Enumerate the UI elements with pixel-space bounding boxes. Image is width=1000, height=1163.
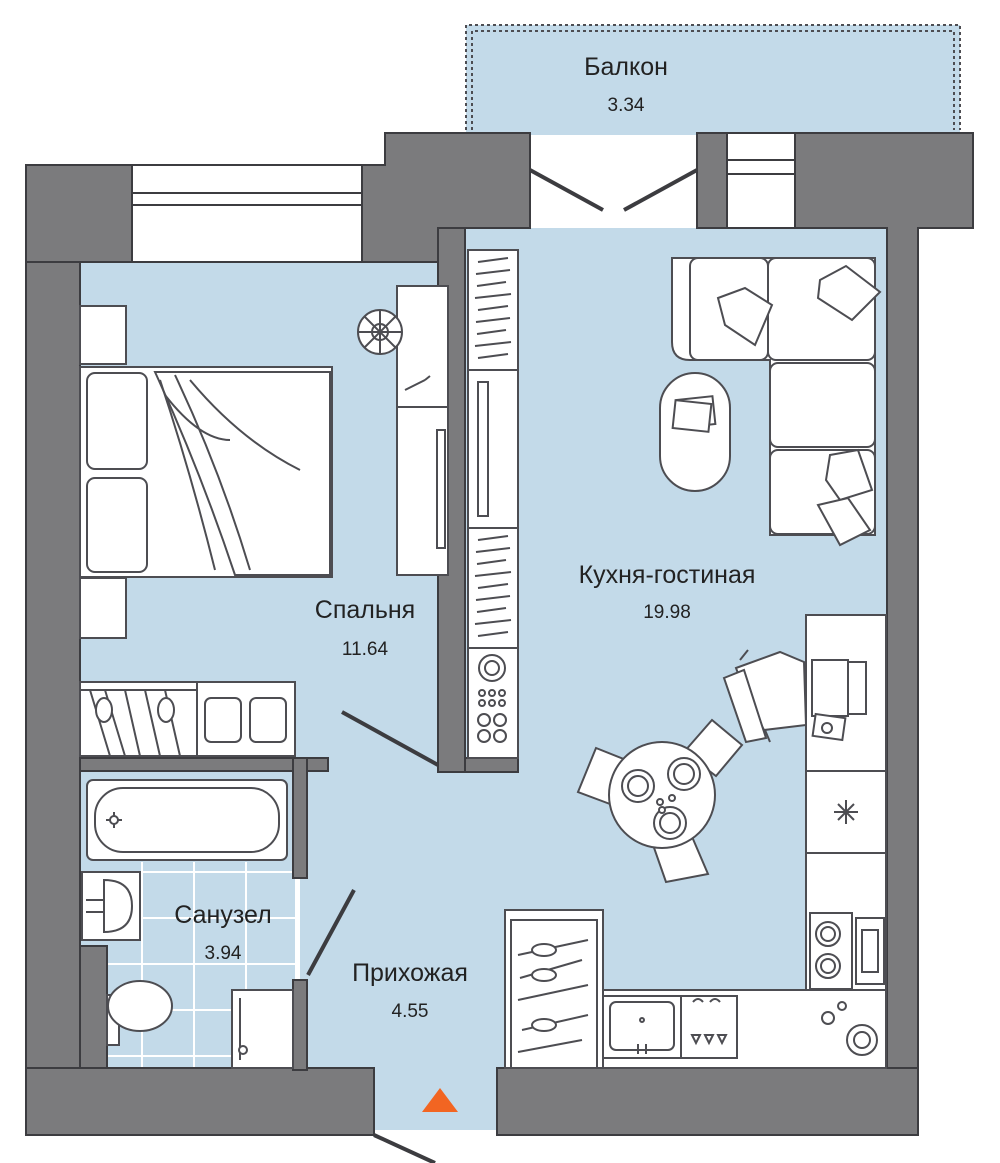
bedroom-furniture [357,285,449,576]
balcony-rail [465,24,961,130]
wall-bottom-right [496,1067,919,1136]
balcony-label: Балкон [584,53,668,81]
nightstand-top [79,305,127,365]
desk [722,614,887,772]
hangers-top [474,257,512,359]
bathroom-area: 3.94 [204,943,242,964]
bathtub [86,779,288,861]
door-bedroom [341,710,439,767]
wardrobe [467,249,519,759]
windows [131,132,796,263]
nightstand-bottom [79,577,127,639]
balcony-floor [466,25,960,135]
kitchen [602,770,887,1069]
door-entrance [373,1133,436,1163]
bathroom-label: Санузел [174,901,272,929]
walls [25,132,974,1136]
coffee-table [659,372,731,492]
toilet [106,980,173,1046]
wall-bedroom-bath [79,757,329,772]
window-kitchen [726,132,796,229]
wall-top-middle [361,132,531,263]
balcony-area: 3.34 [607,95,645,116]
dresser [396,285,449,408]
kitchen-living-area: 19.98 [643,602,691,623]
kitchen-living-label: Кухня-гостиная [578,561,756,589]
hangers-bottom [474,535,512,637]
window-bedroom [131,164,363,263]
bed [79,305,333,639]
bathroom-sink [81,871,141,941]
hallway-wardrobe [504,909,604,1069]
door-bathroom [306,889,356,976]
sofa [671,257,882,547]
wall-bath-door-post [292,979,308,1071]
bedroom-shelf [79,681,296,757]
dining-set [576,718,744,884]
bedroom-area: 11.64 [341,639,389,660]
wall-left [25,164,81,1136]
washing-machine [231,989,294,1069]
wall-top-left [25,164,133,263]
wall-wc-stub [79,945,108,1069]
doors [306,168,698,1163]
wall-bottom-left [25,1067,375,1136]
dishwasher [680,995,738,1059]
entrance-marker [422,1088,458,1112]
cushion [816,496,872,547]
hallway-label: Прихожая [352,959,468,987]
door-balcony-right [623,168,698,212]
bedroom-label: Спальня [314,596,416,624]
hallway-area: 4.55 [391,1001,429,1022]
cushion [816,264,882,322]
cushion [824,448,874,502]
cushion [716,286,774,347]
wall-bath-hall [292,757,308,879]
shoe-shelf-dots [477,689,507,743]
door-balcony-left [529,168,604,212]
